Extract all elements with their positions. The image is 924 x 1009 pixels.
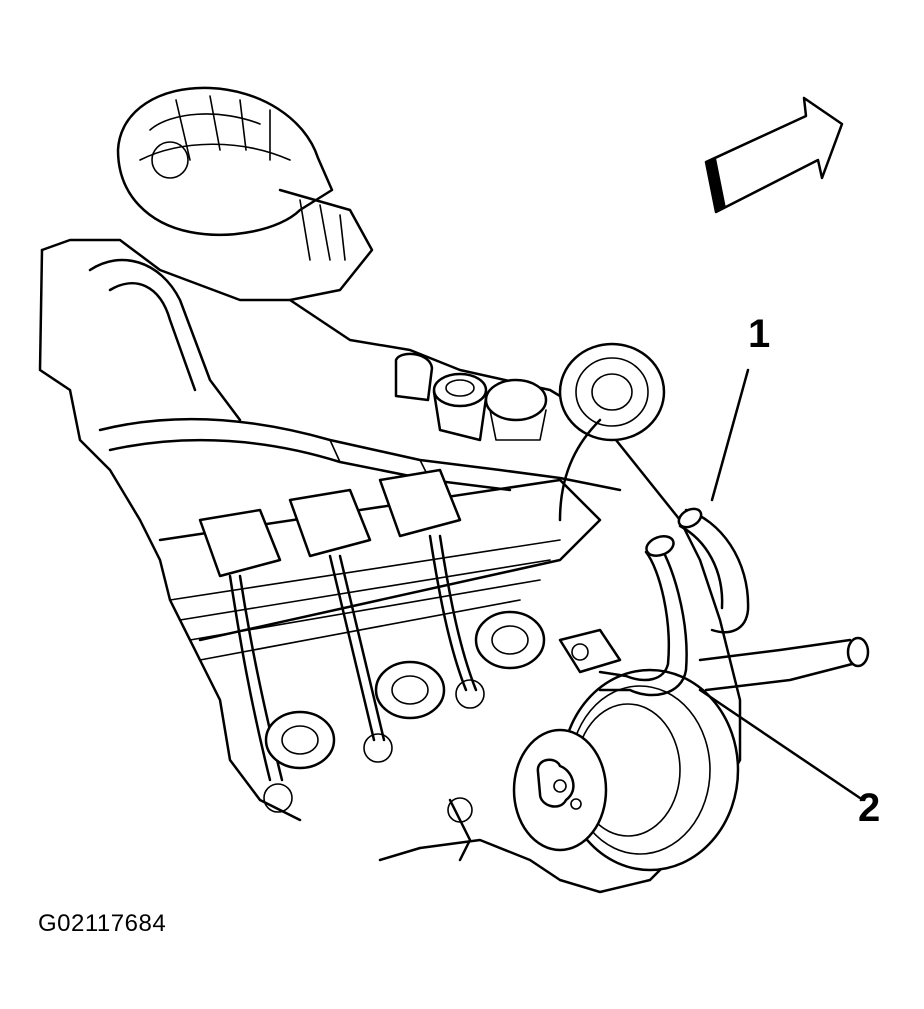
front-direction-arrow-icon (704, 96, 844, 214)
callout-1: 1 (748, 312, 771, 356)
engine-assembly-illustration (38, 86, 870, 894)
figure-code: G02117684 (38, 910, 167, 937)
heater-hose-inlet (677, 507, 750, 634)
callout-2-leader (698, 688, 862, 800)
heater-hose-outlet (598, 535, 688, 697)
ac-compressor (512, 668, 740, 872)
pulley (558, 342, 666, 522)
callout-2: 2 (858, 786, 881, 830)
alternator (116, 86, 374, 302)
callout-1-leader (710, 368, 750, 502)
